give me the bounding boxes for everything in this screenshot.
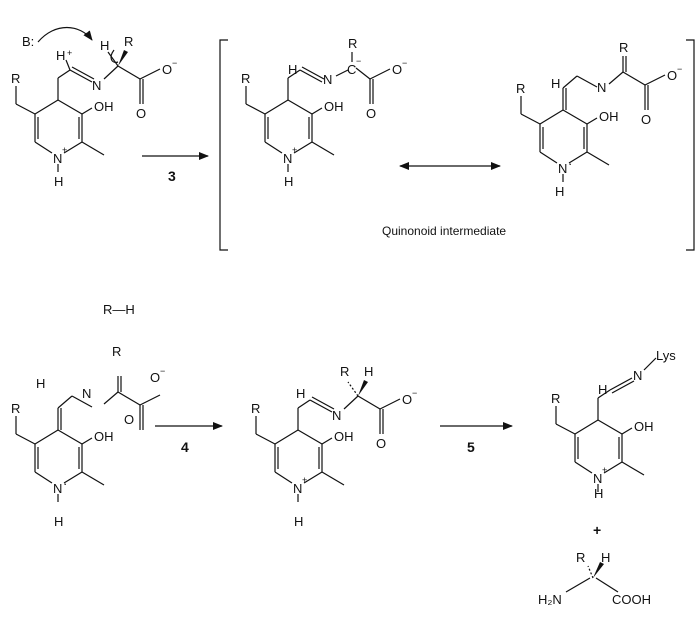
side-chain-r-label: R: [112, 344, 121, 359]
ring-nitrogen-label: N: [558, 161, 567, 176]
methylene-r-label: R: [11, 401, 20, 416]
step-label-3: 3: [168, 168, 176, 184]
carbonyl-o-label: O: [376, 436, 386, 451]
ring-lone-pair: ·: [63, 476, 67, 491]
lysine-label: Lys: [656, 348, 676, 363]
imine-nitrogen-label: N: [82, 386, 91, 401]
reaction-arrow-step-5: 5: [440, 422, 513, 455]
methylene-r-label: R: [251, 401, 260, 416]
ring-nitrogen-label: N: [53, 151, 62, 166]
carbonyl-o-label: O: [641, 112, 651, 127]
ring-plus-charge: +: [302, 475, 307, 485]
ring-nitrogen-label: N: [593, 471, 602, 486]
base-label: B:: [22, 34, 34, 49]
hydroxyl-label: OH: [94, 99, 114, 114]
alpha-hydrogen-label: H: [100, 38, 109, 53]
imine-nitrogen-label: N: [92, 78, 101, 93]
left-bracket: [219, 39, 228, 251]
carboxylate-minus-charge: −: [677, 64, 682, 74]
hydroxyl-label: OH: [634, 419, 654, 434]
structure-aldimine-start: B: H R N H + O − O OH N + H R: [11, 27, 177, 189]
side-chain-r-label: R: [124, 34, 133, 49]
amino-group-label: H₂N: [538, 592, 562, 607]
carbonyl-o-label: O: [366, 106, 376, 121]
byproduct-rh-label: R—H: [103, 302, 135, 317]
side-chain-r-label: R: [340, 364, 349, 379]
structure-ketimine: H N R H O − O OH N + H R: [251, 364, 417, 529]
hydroxyl-label: OH: [324, 99, 344, 114]
carboxylate-minus-charge: −: [160, 366, 165, 376]
ring-plus-charge: +: [292, 145, 297, 155]
ring-nitrogen-label: N: [293, 481, 302, 496]
imine-hydrogen-label: H: [288, 62, 297, 77]
ring-lone-pair: ·: [568, 156, 572, 171]
ring-nh-label: H: [294, 514, 303, 529]
reaction-arrow-step-3: 3: [142, 152, 209, 184]
ring-plus-charge: +: [602, 465, 607, 475]
methylene-r-label: R: [551, 391, 560, 406]
carbanion-c-label: C: [347, 62, 356, 77]
step-label-4: 4: [181, 439, 189, 455]
carboxylate-o-label: O: [392, 62, 402, 77]
imine-plus-charge: +: [67, 48, 72, 58]
amino-acid-h-label: H: [601, 550, 610, 565]
structure-plp-lysine: H N Lys OH N + H R: [551, 348, 676, 501]
carbonyl-o-label: O: [136, 106, 146, 121]
side-chain-r-label: R: [348, 36, 357, 51]
ring-nh-label: H: [594, 486, 603, 501]
methylene-r-label: R: [241, 71, 250, 86]
carboxylate-o-label: O: [402, 392, 412, 407]
ring-nh-label: H: [54, 174, 63, 189]
imine-nitrogen-label: N: [332, 408, 341, 423]
imine-hydrogen-label: H: [551, 76, 560, 91]
reaction-arrow-step-4: 4: [155, 422, 223, 455]
hydroxyl-label: OH: [599, 109, 619, 124]
carboxylate-o-label: O: [162, 62, 172, 77]
amino-acid-r-label: R: [576, 550, 585, 565]
imine-hydrogen-label: H: [296, 386, 305, 401]
carbanion-minus-charge: −: [356, 56, 361, 66]
structure-quinonoid-protonation: H N R O − O OH N · H R: [11, 344, 165, 529]
side-chain-r-label: R: [619, 40, 628, 55]
hydroxyl-label: OH: [334, 429, 354, 444]
carboxylate-o-label: O: [150, 370, 160, 385]
methylene-r-label: R: [516, 81, 525, 96]
imine-hydrogen-label: H: [36, 376, 45, 391]
ring-nh-label: H: [54, 514, 63, 529]
ring-nitrogen-label: N: [283, 151, 292, 166]
imine-hydrogen-label: H: [598, 382, 607, 397]
alpha-hydrogen-label: H: [364, 364, 373, 379]
imine-nitrogen-label: N: [597, 80, 606, 95]
hydroxyl-label: OH: [94, 429, 114, 444]
ring-plus-charge: +: [62, 145, 67, 155]
imine-nitrogen-label: N: [633, 368, 642, 383]
methylene-r-label: R: [11, 71, 20, 86]
carbonyl-o-label: O: [124, 412, 134, 427]
quinonoid-caption: Quinonoid intermediate: [382, 224, 506, 238]
plus-sign: +: [593, 522, 601, 538]
carboxyl-group-label: COOH: [612, 592, 651, 607]
structure-carbanion: H N C − R O − O OH N + H R: [241, 36, 407, 189]
ring-nh-label: H: [284, 174, 293, 189]
right-bracket: [686, 39, 695, 251]
carboxylate-o-label: O: [667, 68, 677, 83]
ring-nitrogen-label: N: [53, 481, 62, 496]
structure-quinonoid: H N R O − O OH N · H R: [516, 40, 682, 199]
carboxylate-minus-charge: −: [412, 388, 417, 398]
ring-nh-label: H: [555, 184, 564, 199]
step-label-5: 5: [467, 439, 475, 455]
imine-nitrogen-label: N: [323, 72, 332, 87]
structure-amino-acid: R H H₂N COOH: [538, 550, 651, 607]
imine-hydrogen-label: H: [56, 48, 65, 63]
carboxylate-minus-charge: −: [172, 58, 177, 68]
carboxylate-minus-charge: −: [402, 58, 407, 68]
